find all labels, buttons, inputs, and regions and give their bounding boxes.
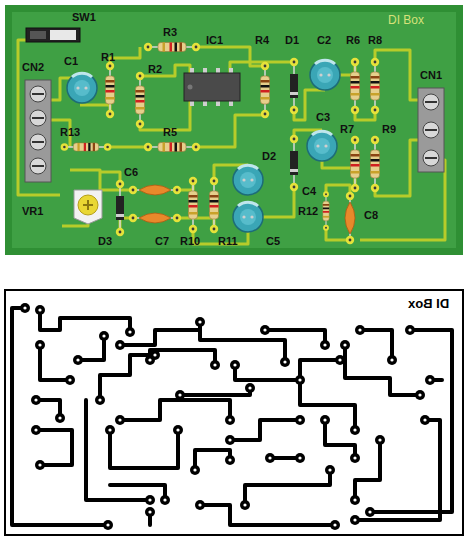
part-label: R9 [382,124,396,135]
copper-traces [18,40,445,244]
board [5,5,463,255]
resistor [371,136,380,192]
electrolytic-capacitor [233,202,263,232]
part-label: D3 [98,236,112,247]
part-label: R2 [148,64,162,75]
part-label: R6 [346,35,360,46]
ceramic-capacitor [129,213,181,223]
ceramic-capacitor [129,185,181,195]
part-label: SW1 [72,12,96,23]
ceramic-capacitor [345,192,355,244]
part-label: R12 [298,206,318,217]
resistor [144,143,200,152]
resistor [61,143,112,151]
resistor [136,72,145,128]
part-label: C1 [64,56,78,67]
diode [116,180,124,236]
part-label: C8 [364,210,378,221]
component-side [5,5,463,255]
resistor [351,58,360,114]
part-label: C6 [124,167,138,178]
part-label: C3 [316,112,330,123]
electrolytic-capacitor [307,131,337,161]
part-label: IC1 [206,35,223,46]
resistor [261,62,270,118]
resistor [210,177,219,233]
part-label: R10 [180,236,200,247]
resistor [144,43,200,52]
part-label: CN1 [420,70,442,81]
part-label: R1 [101,52,115,63]
resistor [106,62,115,118]
part-label: D2 [262,151,276,162]
electrolytic-capacitor [233,165,263,195]
part-label: R4 [255,35,269,46]
board-outline [5,290,463,535]
diode [290,135,298,191]
part-label: R11 [218,236,238,247]
trimmer-potentiometer [74,190,102,224]
copper-side [5,290,463,535]
solder-pads [20,303,435,530]
diode [290,58,298,114]
copper-traces [12,308,452,525]
board-title: DI Box [408,297,449,310]
resistor [323,191,329,230]
board-title: DI Box [388,14,424,26]
part-label: R8 [368,35,382,46]
part-label: C2 [317,35,331,46]
part-label: C5 [266,236,280,247]
resistor [189,177,198,233]
slide-switch [26,28,80,42]
electrolytic-capacitor [67,73,97,103]
terminal-block [418,88,444,172]
part-label: R3 [163,27,177,38]
terminal-block [25,80,51,182]
board-face [12,12,456,248]
part-label: C4 [302,186,316,197]
part-label: C7 [155,236,169,247]
part-label: D1 [285,35,299,46]
part-label: R7 [340,124,354,135]
part-label: VR1 [22,206,43,217]
resistor [351,136,360,192]
part-label: CN2 [22,62,44,73]
resistor [371,58,380,114]
part-label: R13 [60,127,80,138]
ic-chip [184,68,240,106]
electrolytic-capacitor [310,60,340,90]
part-label: R5 [163,127,177,138]
